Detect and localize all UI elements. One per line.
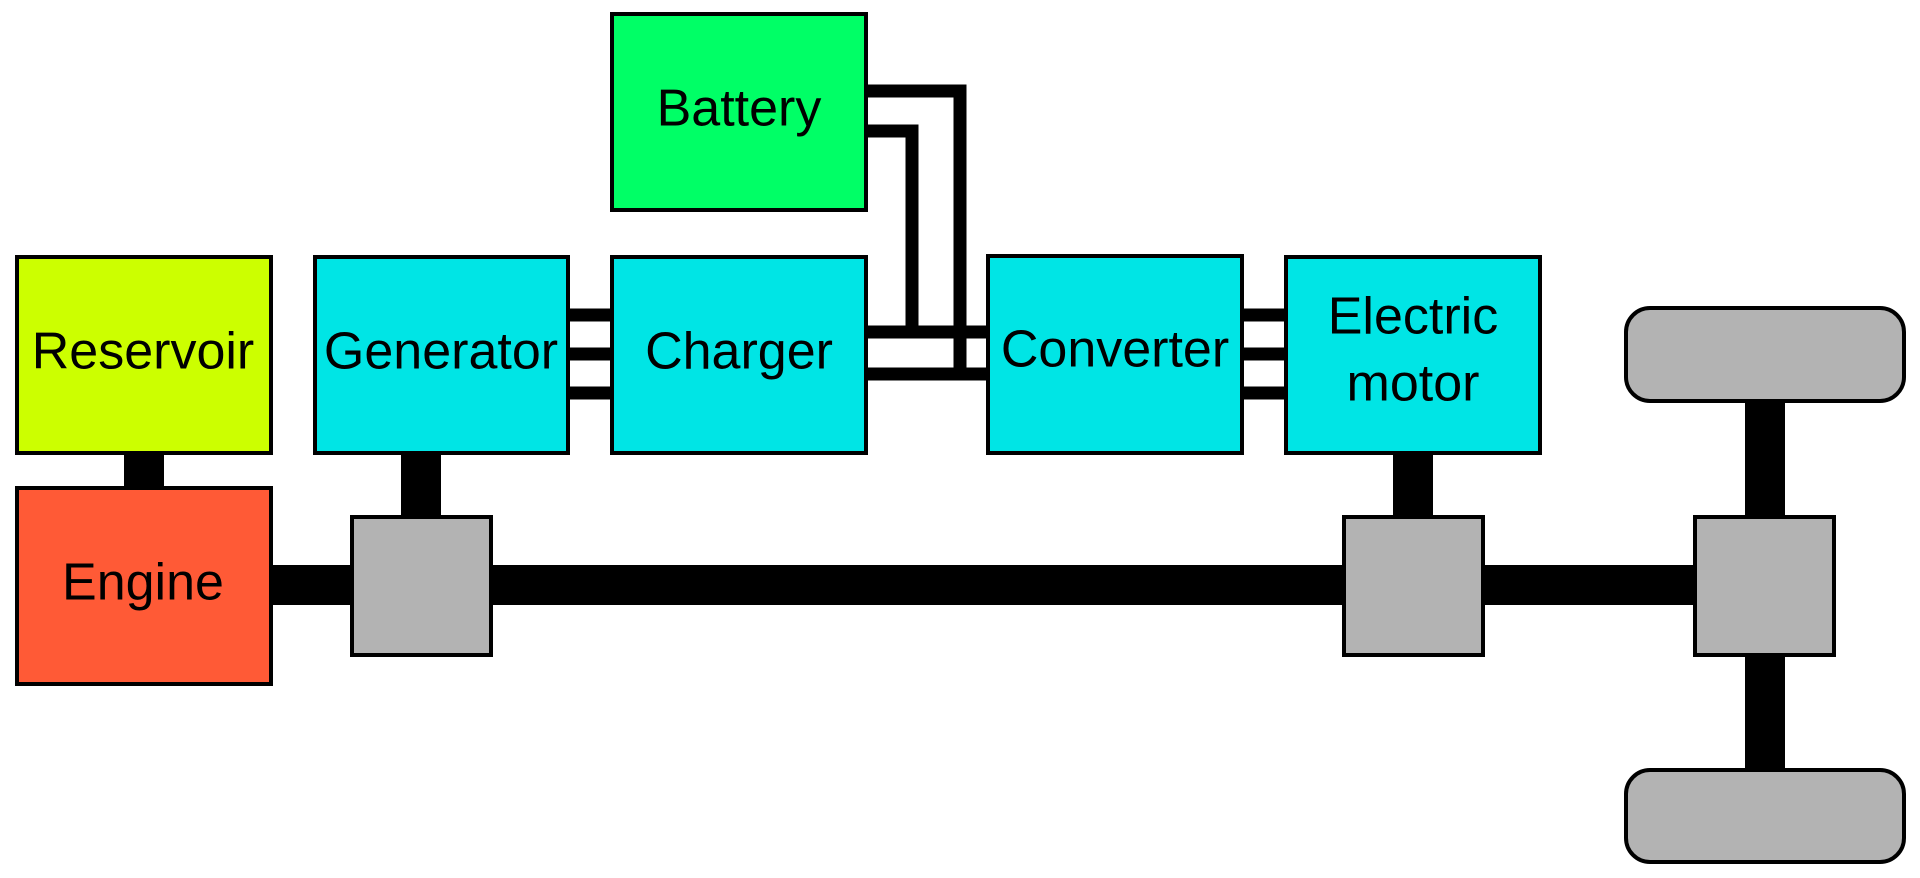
reservoir-box: Reservoir bbox=[15, 255, 273, 455]
electric-motor-label-line2: motor bbox=[1347, 355, 1480, 413]
electric-motor-label-line1: Electric bbox=[1328, 288, 1498, 346]
engine-label: Engine bbox=[62, 554, 224, 612]
axle-lower bbox=[1745, 650, 1785, 775]
generator-box: Generator bbox=[313, 255, 570, 455]
electrical-wiring bbox=[566, 84, 1286, 400]
generator-gearbox-shaft bbox=[401, 452, 441, 518]
battery-label: Battery bbox=[657, 80, 822, 138]
charger-box: Charger bbox=[610, 255, 868, 455]
converter-label: Converter bbox=[1001, 321, 1229, 379]
battery-wire-outer bbox=[866, 84, 967, 374]
battery-box: Battery bbox=[610, 12, 868, 212]
reservoir-engine-link bbox=[124, 452, 164, 489]
gearbox-right bbox=[1342, 515, 1485, 657]
generator-label: Generator bbox=[324, 323, 558, 381]
wheel-top bbox=[1624, 306, 1906, 403]
electric-motor-box: Electric motor bbox=[1284, 255, 1542, 455]
engine-box: Engine bbox=[15, 486, 273, 686]
charger-label: Charger bbox=[645, 323, 833, 381]
motor-gearbox-shaft bbox=[1393, 452, 1433, 518]
converter-box: Converter bbox=[986, 254, 1244, 455]
differential bbox=[1693, 515, 1836, 657]
axle-upper bbox=[1745, 400, 1785, 520]
battery-wire-inner bbox=[866, 124, 919, 332]
reservoir-label: Reservoir bbox=[32, 323, 255, 381]
mechanical-blocks bbox=[350, 306, 1906, 864]
wheel-bottom bbox=[1624, 768, 1906, 864]
gearbox-left bbox=[350, 515, 493, 657]
